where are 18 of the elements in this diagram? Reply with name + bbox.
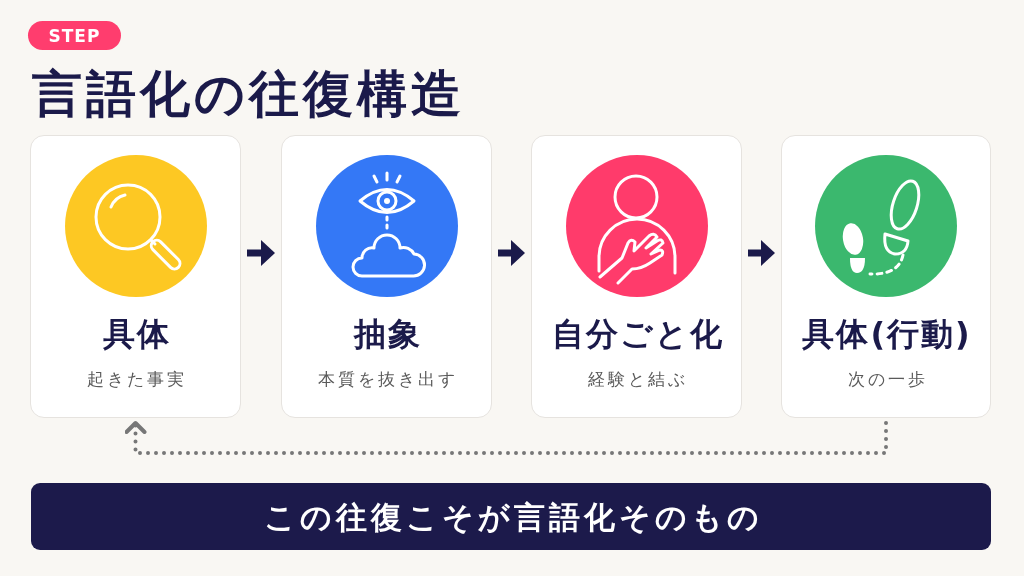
summary-banner bbox=[31, 483, 991, 550]
card-title: 具体(行動) bbox=[801, 314, 972, 354]
arrow bbox=[124, 421, 888, 455]
step-card bbox=[281, 135, 492, 418]
tag-text: STEP bbox=[48, 25, 101, 46]
card-subtitle: 経験と結ぶ bbox=[587, 368, 688, 390]
category-tag bbox=[28, 21, 121, 50]
banner-text: この往復こそが言語化そのもの bbox=[262, 497, 763, 537]
card-title: 具体 bbox=[101, 314, 171, 354]
card-subtitle: 本質を抜き出す bbox=[317, 368, 458, 390]
step-card bbox=[531, 135, 742, 418]
card-subtitle: 起きた事実 bbox=[86, 368, 187, 390]
title: 言語化の往復構造 bbox=[32, 64, 465, 125]
step-card bbox=[781, 135, 991, 418]
card-title: 自分ごと化 bbox=[550, 314, 724, 354]
card-subtitle: 次の一歩 bbox=[846, 368, 928, 390]
step-card bbox=[30, 135, 241, 418]
card-title: 抽象 bbox=[352, 314, 422, 354]
